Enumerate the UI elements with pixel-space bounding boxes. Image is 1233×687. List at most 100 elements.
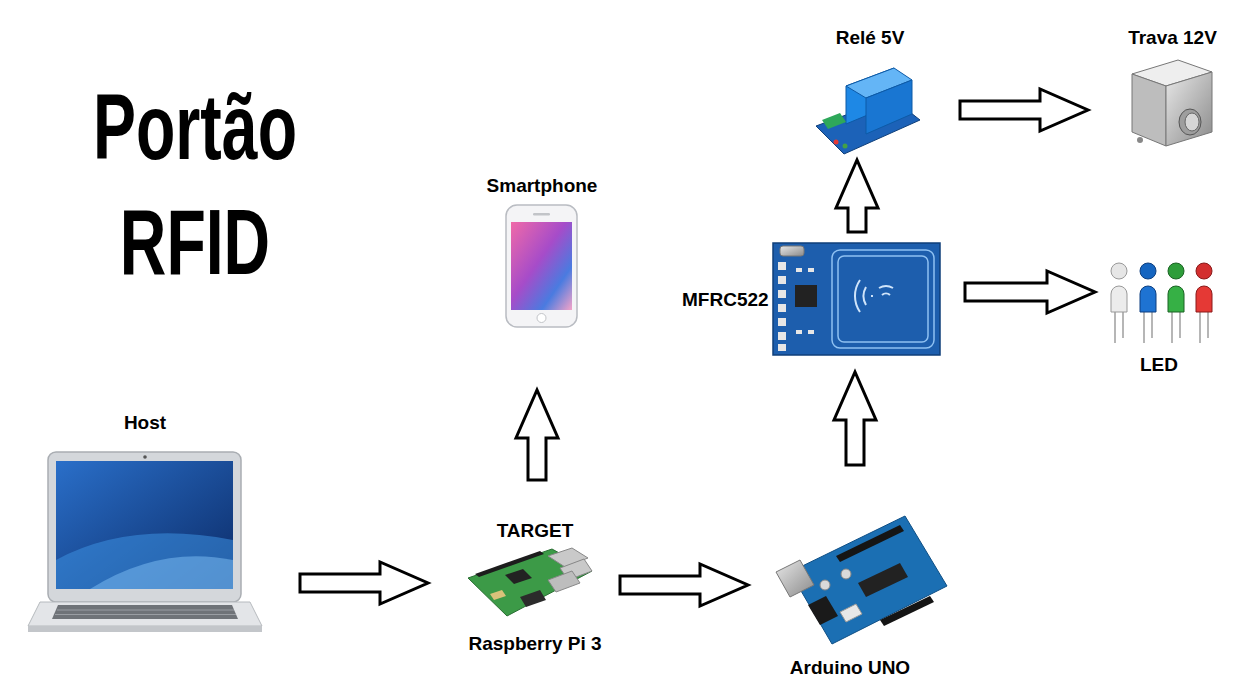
component-node: Trava 12V (1120, 22, 1225, 155)
laptop-illustration-part (28, 602, 262, 626)
led-illustration-part-part (1143, 312, 1145, 343)
lock-illustration-part (1185, 113, 1199, 131)
led-illustration-part-part (1151, 312, 1153, 338)
block-arrow (965, 271, 1095, 313)
block-arrow (834, 372, 876, 465)
rfid-reader-illustration-part-part (778, 262, 786, 270)
arduino-illustration-part (836, 525, 904, 562)
arduino-illustration-part (840, 604, 862, 622)
component-label: Trava 12V (1128, 26, 1217, 49)
rfid-reader-illustration-part (879, 286, 893, 295)
led-illustration-part (1196, 263, 1212, 279)
smartphone-illustration-part (511, 222, 572, 310)
arduino-illustration-part (790, 516, 947, 644)
lock-illustration-part (1179, 109, 1201, 135)
relay-illustration-part (822, 113, 846, 129)
laptop-illustration-part (52, 605, 238, 619)
component-node: MFRC522 (678, 240, 945, 358)
component-label: Raspberry Pi 3 (468, 632, 601, 655)
lock-illustration-part (1132, 74, 1166, 146)
component-label: Relé 5V (836, 26, 905, 49)
block-arrow (300, 562, 428, 604)
arduino-illustration (776, 516, 947, 644)
laptop-illustration-part (90, 556, 233, 589)
smartphone-illustration-part (506, 205, 577, 327)
laptop-illustration (28, 452, 262, 632)
rfid-reader-illustration-part-part (778, 304, 786, 312)
component-label: Host (124, 411, 166, 434)
laptop-illustration-part (57, 610, 234, 611)
raspberry-pi-illustration (468, 548, 592, 616)
component-label: TARGET (497, 519, 574, 542)
led-illustration-part-part (1114, 312, 1116, 343)
relay-illustration-part (834, 140, 839, 145)
led-illustration-part (1111, 263, 1127, 279)
led-illustration-part (1168, 263, 1184, 279)
arduino-illustration-part (841, 569, 851, 579)
smartphone-illustration (506, 205, 577, 327)
block-arrow (960, 89, 1088, 131)
component-node: Arduino UNO (755, 510, 945, 683)
block-arrow (516, 390, 558, 480)
rfid-reader-illustration-part-part (778, 276, 786, 284)
led-illustration-part-part (1199, 312, 1201, 343)
raspberry-pi-illustration-part (475, 551, 544, 577)
arduino-illustration-part (820, 580, 830, 590)
laptop-illustration-part (28, 626, 262, 632)
rfid-reader-illustration-part-part (778, 290, 786, 298)
led-illustration-part (1168, 286, 1184, 312)
smartphone-illustration-part (537, 314, 546, 323)
rfid-reader-illustration-part-part (808, 330, 814, 334)
component-node: Host (20, 405, 270, 640)
smartphone-illustration-part (533, 213, 550, 216)
led-illustration-part-part (1171, 312, 1173, 343)
laptop-illustration-part (143, 455, 147, 459)
led-illustration-part-part (1122, 312, 1124, 338)
laptop-illustration-part (48, 452, 241, 602)
arduino-illustration-part (776, 560, 814, 597)
led-illustration-part (1115, 312, 1208, 343)
relay-illustration (816, 68, 920, 154)
lock-illustration-part (1166, 72, 1212, 146)
block-arrow (620, 564, 748, 606)
raspberry-pi-illustration-part (505, 569, 532, 584)
rfid-reader-illustration-part (855, 280, 872, 312)
raspberry-pi-illustration-part (548, 571, 580, 592)
raspberry-pi-illustration-part (490, 590, 506, 600)
lock-illustration-part (1137, 137, 1143, 143)
component-node: TARGET Raspberry Pi 3 (455, 515, 615, 660)
component-node: Relé 5V (810, 22, 930, 158)
arduino-illustration-part (880, 596, 934, 626)
raspberry-pi-illustration-part (468, 549, 592, 616)
relay-illustration-part (866, 80, 912, 134)
arduino-illustration-part (808, 596, 838, 625)
led-illustration (1111, 263, 1212, 343)
rfid-reader-illustration-part (795, 285, 817, 307)
led-illustration-part (1196, 286, 1212, 312)
component-label: Smartphone (487, 174, 598, 197)
component-node: Smartphone (480, 170, 604, 332)
rfid-reader-illustration-part (773, 243, 940, 355)
rfid-reader-illustration-part (832, 250, 934, 348)
rfid-reader-illustration-part (838, 256, 928, 342)
rfid-reader-illustration-part-part (778, 318, 786, 326)
laptop-illustration-part (56, 533, 233, 589)
rfid-reader-illustration-part-part (796, 330, 802, 334)
relay-illustration-part (843, 144, 848, 149)
lock-illustration (1132, 60, 1212, 146)
block-arrow (836, 160, 878, 232)
led-illustration-part-part (1207, 312, 1209, 338)
rfid-reader-illustration-part (778, 262, 814, 351)
rfid-reader-illustration-part-part (808, 268, 814, 272)
led-illustration-part-part (1179, 312, 1181, 338)
component-label: Arduino UNO (790, 656, 910, 679)
arduino-illustration-part (858, 563, 908, 597)
led-illustration-part (1140, 286, 1156, 312)
laptop-illustration-part (56, 461, 233, 589)
rfid-reader-illustration-part (780, 246, 804, 256)
component-label: MFRC522 (682, 288, 769, 311)
rfid-reader-illustration-part-part (796, 268, 802, 272)
led-illustration-part (1140, 263, 1156, 279)
component-node: LED (1100, 258, 1218, 380)
raspberry-pi-illustration-part (520, 590, 546, 607)
